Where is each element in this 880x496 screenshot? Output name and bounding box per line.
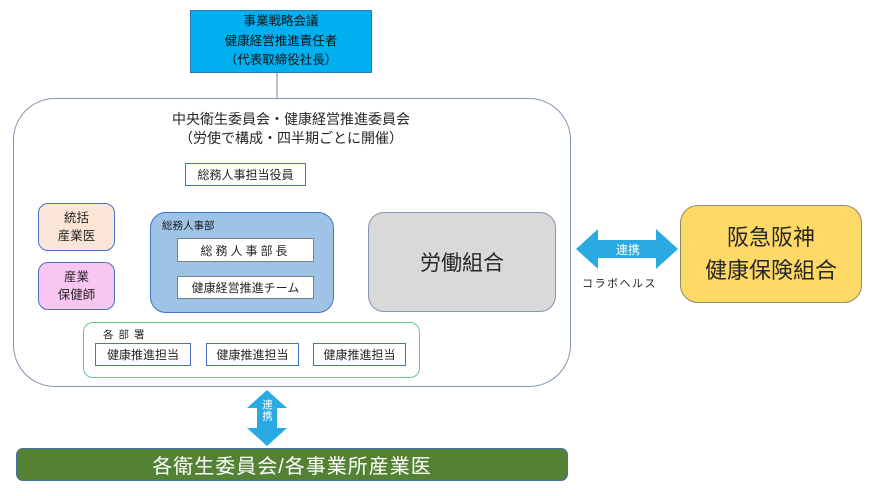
site-committees-bar: 各衛生委員会/各事業所産業医 [16, 448, 568, 481]
health-promotion-team-box: 健康経営推進チーム [177, 276, 314, 299]
health-promotion-staff-box-1: 健康推進担当 [95, 343, 191, 366]
committee-title-line-2: （労使で構成・四半期ごとに開催） [179, 130, 403, 146]
collabo-health-label: コラボヘルス [582, 278, 657, 290]
nurse-line-2: 保健師 [57, 288, 96, 302]
chief-occupational-physician-box: 統括 産業医 [38, 203, 115, 251]
health-promotion-staff-box-2: 健康推進担当 [206, 343, 299, 366]
nurse-line-1: 産業 [63, 269, 89, 284]
hr-officer-box: 総務人事担当役員 [185, 163, 306, 186]
strategy-meeting-box: 事業戦略会議 健康経営推進責任者 （代表取締役社長） [190, 10, 372, 73]
horizontal-link-label: 連携 [615, 243, 640, 257]
chief-od-line-2: 産業医 [57, 229, 96, 243]
insurer-line-2: 健康保険組合 [704, 258, 837, 283]
strategy-line-2: 健康経営推進責任者 [224, 33, 338, 48]
strategy-line-3: （代表取締役社長） [224, 53, 338, 68]
strategy-line-1: 事業戦略会議 [243, 14, 319, 29]
departments-label: 各部署 [103, 329, 150, 341]
occupational-health-nurse-box: 産業 保健師 [38, 262, 115, 310]
committee-title-line-1: 中央衛生委員会・健康経営推進委員会 [172, 111, 410, 127]
insurer-line-1: 阪急阪神 [726, 225, 815, 250]
health-promotion-staff-box-3: 健康推進担当 [313, 343, 406, 366]
labor-union-box: 労働組合 [368, 212, 556, 312]
committee-title: 中央衛生委員会・健康経営推進委員会 （労使で構成・四半期ごとに開催） [91, 110, 491, 148]
health-insurance-society-box: 阪急阪神 健康保険組合 [680, 205, 862, 303]
hr-director-box: 総務人事部長 [177, 238, 314, 262]
hr-department-label: 総務人事部 [162, 220, 215, 232]
vertical-link-label: 連携 [261, 399, 273, 422]
chief-od-line-1: 統括 [63, 210, 89, 225]
